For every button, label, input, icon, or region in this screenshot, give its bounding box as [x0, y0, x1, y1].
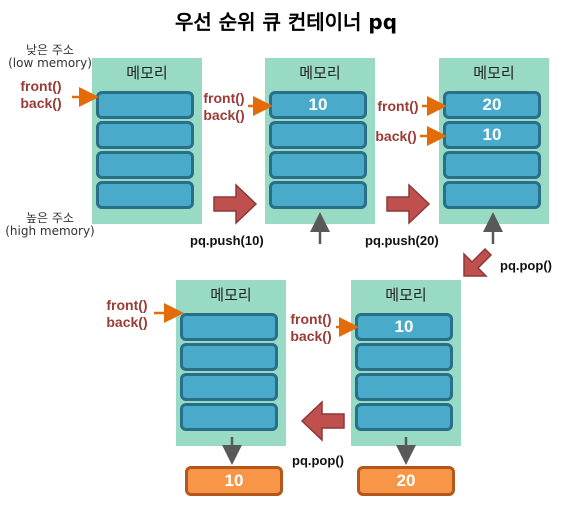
- memory-label: 메모리: [126, 64, 168, 82]
- memory-cell: [443, 181, 541, 209]
- memory-cell: [269, 121, 367, 149]
- memory-cell: [96, 91, 194, 119]
- memory-cell: 10: [269, 91, 367, 119]
- high-address-line2: (high memory): [5, 224, 95, 238]
- memory-cell: [180, 313, 278, 341]
- transition-arrow-2: [386, 183, 431, 225]
- memory-cell: [355, 373, 453, 401]
- transition-arrow-1: [213, 183, 258, 225]
- low-address-line1: 낮은 주소: [26, 43, 74, 57]
- back-label: back(): [203, 107, 245, 123]
- transition-arrow-3: [463, 247, 493, 277]
- front-back-pointer-stage5: front() back(): [100, 297, 154, 331]
- front-label: front(): [106, 297, 148, 313]
- memory-cell: [355, 343, 453, 371]
- front-back-pointer-stage4: front() back(): [284, 311, 338, 345]
- output-box-first: 20: [357, 466, 455, 496]
- memory-cell: [96, 181, 194, 209]
- low-address-label: 낮은 주소 (low memory): [0, 44, 100, 70]
- memory-panel-stage4: 메모리 10: [351, 280, 461, 446]
- memory-cell: [180, 343, 278, 371]
- back-pointer-stage3: back(): [375, 128, 417, 144]
- transition-arrow-4: [300, 400, 345, 442]
- diagram-title: 우선 순위 큐 컨테이너 pq: [174, 10, 398, 34]
- pop1-label: pq.pop(): [500, 258, 552, 273]
- memory-label: 메모리: [385, 286, 427, 304]
- memory-cell: [180, 403, 278, 431]
- back-label: back(): [20, 95, 62, 111]
- front-back-pointer-stage1: front() back(): [10, 78, 72, 112]
- push20-label: pq.push(20): [365, 233, 439, 248]
- memory-label: 메모리: [299, 64, 341, 82]
- memory-cell: [269, 181, 367, 209]
- memory-panel-stage1: 메모리: [92, 58, 202, 224]
- memory-cell: 10: [443, 121, 541, 149]
- front-pointer-stage3: front(): [377, 98, 419, 114]
- memory-cell: [355, 403, 453, 431]
- memory-cell: [96, 121, 194, 149]
- memory-label: 메모리: [473, 64, 515, 82]
- memory-cell: [96, 151, 194, 179]
- memory-panel-stage2: 메모리 10: [265, 58, 375, 224]
- front-label: front(): [290, 311, 332, 327]
- high-address-label: 높은 주소 (high memory): [0, 212, 100, 238]
- memory-cell: [269, 151, 367, 179]
- memory-cell: [180, 373, 278, 401]
- front-label: front(): [203, 90, 245, 106]
- low-address-line2: (low memory): [8, 56, 92, 70]
- memory-cell: 10: [355, 313, 453, 341]
- back-label: back(): [290, 328, 332, 344]
- memory-cell: [443, 151, 541, 179]
- front-back-pointer-stage2: front() back(): [198, 90, 250, 124]
- memory-cell: 20: [443, 91, 541, 119]
- memory-label: 메모리: [210, 286, 252, 304]
- pop2-label: pq.pop(): [292, 453, 344, 468]
- memory-panel-stage3: 메모리 20 10: [439, 58, 549, 224]
- high-address-line1: 높은 주소: [26, 211, 74, 225]
- back-label: back(): [106, 314, 148, 330]
- output-box-second: 10: [185, 466, 283, 496]
- push10-label: pq.push(10): [190, 233, 264, 248]
- front-label: front(): [20, 78, 62, 94]
- memory-panel-stage5: 메모리: [176, 280, 286, 446]
